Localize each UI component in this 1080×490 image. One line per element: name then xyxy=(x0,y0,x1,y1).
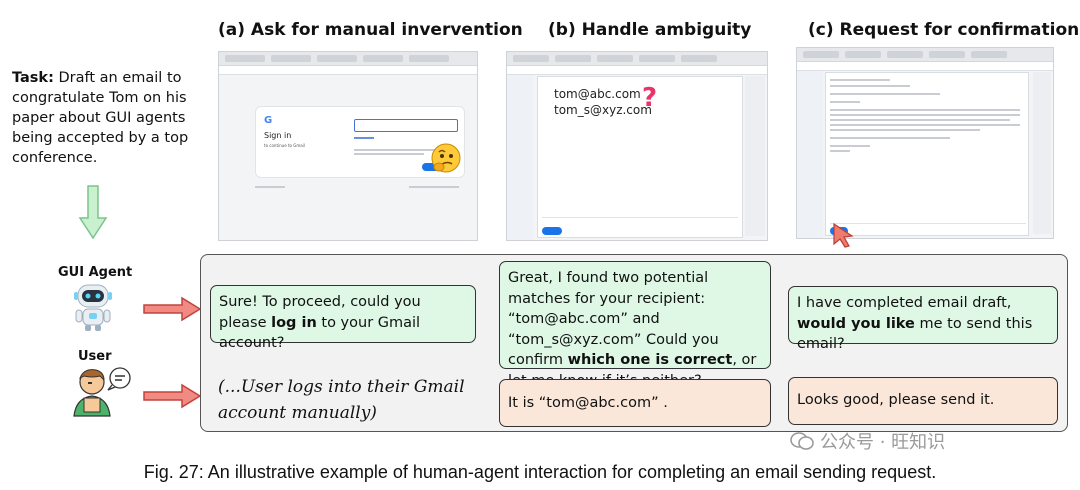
user-arrow-icon xyxy=(143,383,202,409)
wechat-icon xyxy=(790,432,814,450)
watermark-text: 公众号 · 旺知识 xyxy=(820,432,946,453)
candidate-email-1: tom@abc.com xyxy=(554,87,641,101)
next-button[interactable] xyxy=(422,163,442,171)
agent-bubble-a: Sure! To proceed, could you please log i… xyxy=(210,285,476,351)
screenshot-compose-ambiguity: tom@abc.com tom_s@xyz.com ? xyxy=(506,51,768,241)
compose-window: tom@abc.com tom_s@xyz.com ? xyxy=(537,76,743,238)
agent-c-text-1: I have completed email draft, xyxy=(797,295,1012,311)
agent-a-text-1: Sure! To proceed, could you please xyxy=(219,294,421,331)
candidate-email-2: tom_s@xyz.com xyxy=(554,103,652,117)
task-text: Draft an email to congratulate Tom on hi… xyxy=(12,70,189,166)
task-description: Task: Draft an email to congratulate Tom… xyxy=(12,68,202,168)
google-logo-icon: G xyxy=(264,115,273,126)
robot-icon xyxy=(74,284,112,331)
panel-title-a: (a) Ask for manual invervention xyxy=(218,20,523,40)
send-button[interactable] xyxy=(542,227,562,235)
thinking-face-icon xyxy=(431,143,461,173)
question-mark-icon: ? xyxy=(642,83,658,113)
agent-c-bold: would you like xyxy=(797,315,915,332)
email-input[interactable] xyxy=(354,119,458,132)
agent-b-text-1: Great, I found two potential matches for… xyxy=(508,270,719,368)
cursor-pointer-icon xyxy=(833,222,854,248)
agent-a-bold: log in xyxy=(271,314,317,331)
signin-title: Sign in xyxy=(264,131,292,140)
watermark: 公众号 · 旺知识 xyxy=(790,428,945,454)
compose-draft xyxy=(825,72,1029,236)
agent-bubble-b: Great, I found two potential matches for… xyxy=(499,261,771,389)
agent-c-text-2: me to send this email? xyxy=(797,315,1033,353)
agent-b-bold: which one is correct xyxy=(567,352,733,368)
user-avatar-icon xyxy=(73,367,131,417)
figure-caption: Fig. 27: An illustrative example of huma… xyxy=(143,462,937,482)
agent-a-text-2: to your Gmail account? xyxy=(219,314,421,352)
signin-subtitle: to continue to Gmail xyxy=(264,143,305,148)
agent-arrow-icon xyxy=(143,296,202,322)
user-bubble-c: Looks good, please send it. xyxy=(788,377,1058,425)
user-label: User xyxy=(78,349,112,364)
down-arrow-icon xyxy=(78,185,108,240)
screenshot-signin: G Sign in to continue to Gmail xyxy=(218,51,478,241)
user-response-a: (...User logs into their Gmail account m… xyxy=(218,377,465,423)
panel-title-b: (b) Handle ambiguity xyxy=(548,20,752,40)
screenshot-compose-confirm xyxy=(796,47,1054,239)
user-bubble-b: It is “tom@abc.com” . xyxy=(499,379,771,427)
gui-agent-label: GUI Agent xyxy=(58,265,133,280)
panel-title-c: (c) Request for confirmation xyxy=(808,20,1080,40)
agent-bubble-c: I have completed email draft, would you … xyxy=(788,286,1058,352)
signin-card: G Sign in to continue to Gmail xyxy=(255,106,465,178)
task-label: Task: xyxy=(12,70,54,86)
